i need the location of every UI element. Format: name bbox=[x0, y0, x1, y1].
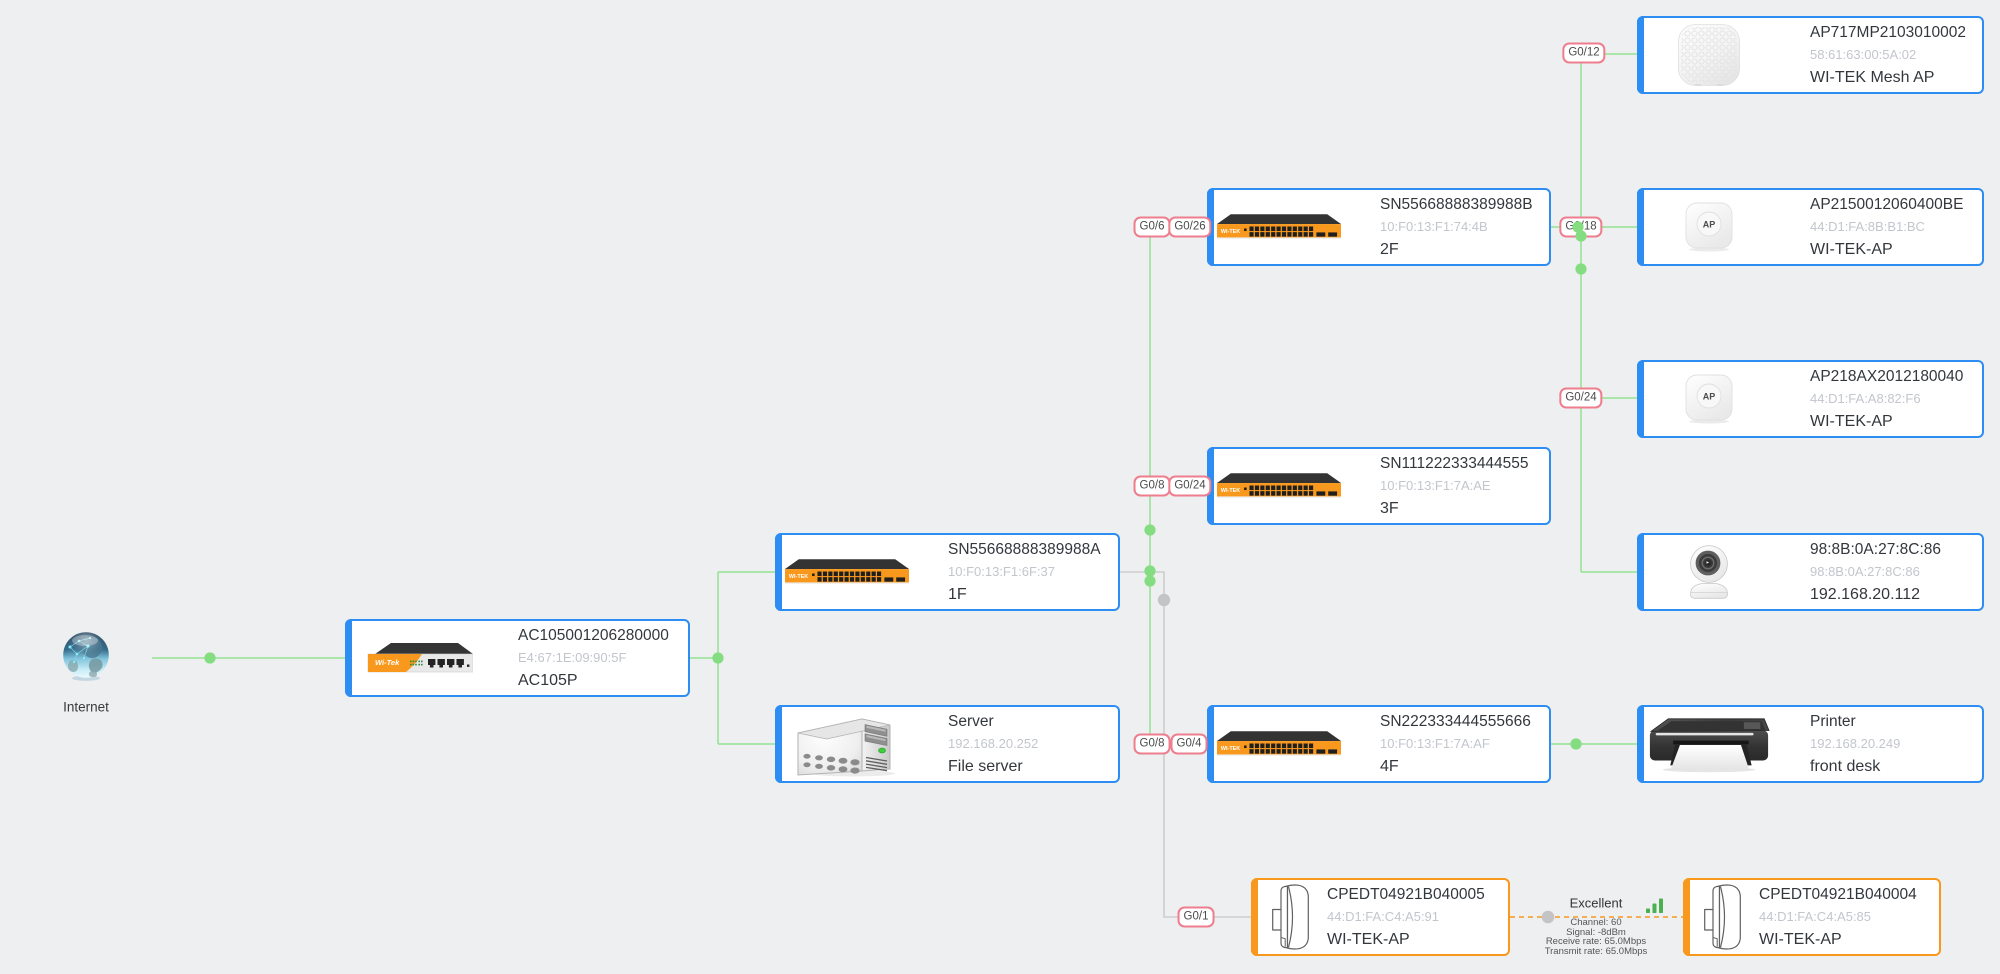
node-title: AP218AX2012180040 bbox=[1810, 368, 1964, 385]
node-camera[interactable]: 98:8B:0A:27:8C:86 98:8B:0A:27:8C:86 192.… bbox=[1637, 533, 1984, 611]
node-mac: 44:D1:FA:8B:B1:BC bbox=[1810, 219, 1925, 234]
svg-text:WI-TEK: WI-TEK bbox=[1221, 487, 1240, 493]
node-mac: 44:D1:FA:C4:A5:85 bbox=[1759, 909, 1872, 924]
node-cpe-right[interactable]: CPEDT04921B040004 44:D1:FA:C4:A5:85 WI-T… bbox=[1683, 878, 1941, 956]
svg-text:WI-TEK: WI-TEK bbox=[1221, 745, 1240, 751]
node-mac: 44:D1:FA:A8:82:F6 bbox=[1810, 391, 1921, 406]
node-server[interactable]: Server 192.168.20.252 File server bbox=[775, 705, 1120, 783]
server-icon bbox=[785, 707, 909, 781]
node-name: WI-TEK-AP bbox=[1810, 413, 1893, 430]
port-badge: G0/4 bbox=[1170, 733, 1208, 755]
node-ap218ax[interactable]: AP AP218AX2012180040 44:D1:FA:A8:82:F6 W… bbox=[1637, 360, 1984, 438]
node-mac: 10:F0:13:F1:7A:AE bbox=[1380, 478, 1491, 493]
node-name: WI-TEK Mesh AP bbox=[1810, 69, 1935, 86]
port-badge: G0/24 bbox=[1559, 387, 1603, 409]
node-switch-3f[interactable]: WI-TEK SN111222333444555 10:F0:13:F1:7A:… bbox=[1207, 447, 1551, 525]
node-title: CPEDT04921B040004 bbox=[1759, 886, 1917, 903]
wireless-channel: Channel: 60 bbox=[1570, 917, 1622, 928]
node-cpe-left[interactable]: CPEDT04921B040005 44:D1:FA:C4:A5:91 WI-T… bbox=[1251, 878, 1510, 956]
port-badge: G0/1 bbox=[1177, 906, 1215, 928]
node-ap2150[interactable]: AP AP2150012060400BE 44:D1:FA:8B:B1:BC W… bbox=[1637, 188, 1984, 266]
node-name: File server bbox=[948, 758, 1023, 775]
wireless-receive-rate: Receive rate: 65.0Mbps bbox=[1545, 936, 1647, 948]
switch-icon: WI-TEK bbox=[1217, 707, 1341, 781]
node-title: SN111222333444555 bbox=[1380, 455, 1529, 472]
wireless-transmit-rate: Transmit rate: 65.0Mbps bbox=[1544, 946, 1648, 958]
port-badge: G0/8 bbox=[1133, 733, 1171, 755]
node-mac: 192.168.20.252 bbox=[948, 736, 1039, 751]
node-mac: 10:F0:13:F1:6F:37 bbox=[948, 564, 1055, 579]
node-title: Printer bbox=[1810, 713, 1856, 730]
router-icon: Wi-Tek bbox=[355, 621, 479, 695]
node-title: AP2150012060400BE bbox=[1810, 196, 1964, 213]
node-name: 1F bbox=[948, 586, 967, 603]
printer-icon bbox=[1647, 707, 1771, 781]
mesh-ap-icon bbox=[1647, 18, 1771, 92]
svg-text:AP: AP bbox=[1703, 392, 1716, 402]
node-title: AC105001206280000 bbox=[518, 627, 669, 644]
node-name: 3F bbox=[1380, 500, 1399, 517]
svg-text:WI-TEK: WI-TEK bbox=[789, 573, 808, 579]
ap-icon: AP bbox=[1647, 362, 1771, 436]
node-mac: 192.168.20.249 bbox=[1810, 736, 1901, 751]
node-mac: E4:67:1E:09:90:5F bbox=[518, 650, 627, 665]
wireless-quality-label: Excellent bbox=[1569, 895, 1623, 911]
node-mac: 10:F0:13:F1:7A:AF bbox=[1380, 736, 1490, 751]
svg-text:WI-TEK: WI-TEK bbox=[1221, 228, 1240, 234]
link-ac-1f-server bbox=[690, 571, 775, 745]
node-mesh-ap[interactable]: AP717MP2103010002 58:61:63:00:5A:02 WI-T… bbox=[1637, 16, 1984, 94]
node-switch-4f[interactable]: WI-TEK SN222333444555666 10:F0:13:F1:7A:… bbox=[1207, 705, 1551, 783]
link-2f-aps-camera bbox=[1551, 53, 1637, 573]
port-badge: G0/24 bbox=[1168, 475, 1212, 497]
node-printer[interactable]: Printer 192.168.20.249 front desk bbox=[1637, 705, 1984, 783]
cpe-icon bbox=[1701, 880, 1745, 954]
node-mac: 44:D1:FA:C4:A5:91 bbox=[1327, 909, 1440, 924]
node-mac: 10:F0:13:F1:74:4B bbox=[1380, 219, 1488, 234]
node-name: 4F bbox=[1380, 758, 1399, 775]
svg-text:Wi-Tek: Wi-Tek bbox=[375, 658, 400, 667]
node-switch-2f[interactable]: WI-TEK SN55668888389988B 10:F0:13:F1:74:… bbox=[1207, 188, 1551, 266]
node-title: SN55668888389988A bbox=[948, 541, 1101, 558]
node-title: Server bbox=[948, 713, 994, 730]
internet-label: Internet bbox=[63, 699, 109, 715]
port-badge: G0/12 bbox=[1562, 42, 1606, 64]
port-badge: G0/18 bbox=[1559, 216, 1603, 238]
node-switch-1f[interactable]: WI-TEK SN55668888389988A 10:F0:13:F1:6F:… bbox=[775, 533, 1120, 611]
node-title: CPEDT04921B040005 bbox=[1327, 886, 1485, 903]
signal-bars-icon bbox=[1646, 898, 1665, 919]
node-name: AC105P bbox=[518, 672, 578, 689]
node-title: AP717MP2103010002 bbox=[1810, 24, 1966, 41]
node-name: WI-TEK-AP bbox=[1327, 931, 1410, 948]
node-name: 192.168.20.112 bbox=[1810, 586, 1921, 603]
switch-icon: WI-TEK bbox=[1217, 449, 1341, 523]
node-mac: 58:61:63:00:5A:02 bbox=[1810, 47, 1917, 62]
node-name: front desk bbox=[1810, 758, 1881, 775]
wireless-signal: Signal: -8dBm bbox=[1566, 926, 1626, 938]
svg-text:AP: AP bbox=[1703, 220, 1716, 230]
internet-globe-icon[interactable] bbox=[62, 631, 110, 681]
node-title: SN222333444555666 bbox=[1380, 713, 1531, 730]
ap-icon: AP bbox=[1647, 190, 1771, 264]
node-title: 98:8B:0A:27:8C:86 bbox=[1810, 541, 1941, 558]
node-name: 2F bbox=[1380, 241, 1399, 258]
cpe-icon bbox=[1269, 880, 1313, 954]
node-mac: 98:8B:0A:27:8C:86 bbox=[1810, 564, 1920, 579]
node-title: SN55668888389988B bbox=[1380, 196, 1533, 213]
port-badge: G0/26 bbox=[1168, 216, 1212, 238]
wireless-link-details: Channel: 60 Signal: -8dBm Receive rate: … bbox=[1545, 918, 1648, 957]
node-name: WI-TEK-AP bbox=[1810, 241, 1893, 258]
node-name: WI-TEK-AP bbox=[1759, 931, 1842, 948]
node-ac105p[interactable]: Wi-Tek AC105001206280000 E4:67:1E:09:90:… bbox=[345, 619, 690, 697]
port-badge: G0/8 bbox=[1133, 475, 1171, 497]
camera-icon bbox=[1647, 535, 1771, 609]
switch-icon: WI-TEK bbox=[1217, 190, 1341, 264]
switch-icon: WI-TEK bbox=[785, 535, 909, 609]
port-badge: G0/6 bbox=[1133, 216, 1171, 238]
